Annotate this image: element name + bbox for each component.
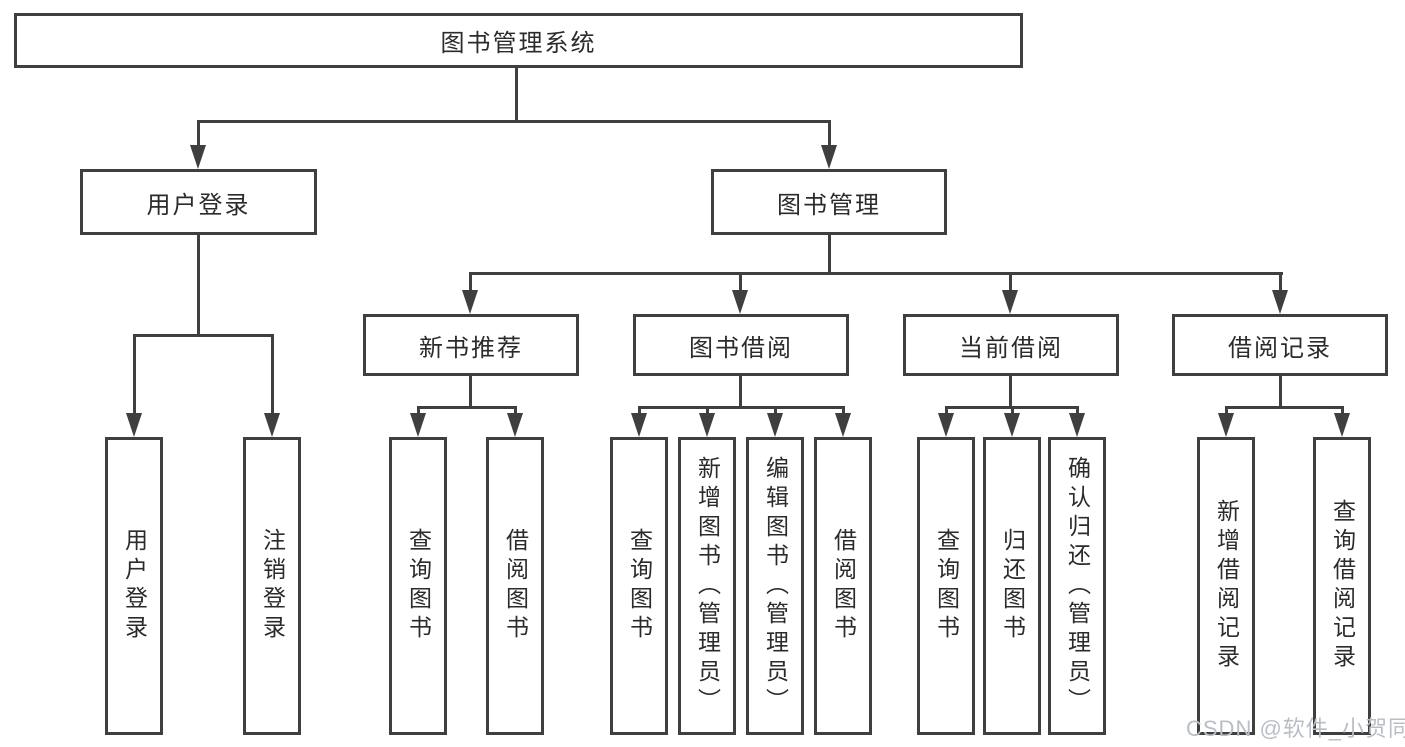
arrow-down-icon: [507, 413, 523, 437]
arrow-down-icon: [1272, 290, 1288, 314]
arrow-down-icon: [938, 413, 954, 437]
connector-stub: [514, 406, 517, 416]
connector-trunk: [1279, 376, 1282, 408]
node-book-management-branch: 图书管理: [711, 169, 947, 235]
leaf-borrow-books-recommend: 借阅图书: [486, 437, 544, 735]
connector-stub: [1341, 406, 1344, 416]
leaf-user-login: 用户登录: [105, 437, 163, 735]
connector-stub: [1009, 272, 1012, 292]
arrow-down-icon: [821, 145, 837, 169]
leaf-add-borrow-record: 新增借阅记录: [1197, 437, 1255, 735]
connector-trunk: [197, 235, 200, 337]
connector-stub: [774, 406, 777, 416]
connector-stub: [828, 120, 831, 147]
arrow-down-icon: [1218, 413, 1234, 437]
arrow-down-icon: [631, 413, 647, 437]
connector-bar: [469, 272, 1283, 275]
connector-stub: [133, 334, 136, 414]
arrow-down-icon: [835, 413, 851, 437]
node-library-management-system: 图书管理系统: [14, 13, 1023, 68]
connector-bar: [417, 406, 517, 409]
arrow-down-icon: [126, 413, 142, 437]
connector-root-trunk: [515, 68, 518, 121]
connector-trunk: [469, 376, 472, 408]
leaf-label: 查询图书: [933, 528, 960, 644]
leaf-query-borrow-record: 查询借阅记录: [1313, 437, 1371, 735]
connector-stub: [842, 406, 845, 416]
connector-stub: [706, 406, 709, 416]
leaf-label: 新增图书（管理员）: [694, 455, 721, 717]
arrow-down-icon: [190, 145, 206, 169]
arrow-down-icon: [1069, 413, 1085, 437]
leaf-label: 查询借阅记录: [1329, 499, 1356, 673]
leaf-add-book-admin: 新增图书（管理员）: [678, 437, 736, 735]
leaf-label: 借阅图书: [830, 528, 857, 644]
leaf-logout: 注销登录: [243, 437, 301, 735]
leaf-edit-book-admin: 编辑图书（管理员）: [746, 437, 804, 735]
leaf-label: 确认归还（管理员）: [1064, 455, 1091, 717]
leaf-label: 编辑图书（管理员）: [762, 455, 789, 717]
arrow-down-icon: [1334, 413, 1350, 437]
arrow-down-icon: [1002, 290, 1018, 314]
node-new-book-recommendation: 新书推荐: [363, 314, 579, 376]
connector-stub: [739, 272, 742, 292]
leaf-label: 注销登录: [259, 528, 286, 644]
arrow-down-icon: [767, 413, 783, 437]
leaf-query-books-recommend: 查询图书: [389, 437, 447, 735]
connector-stub: [469, 272, 472, 292]
leaf-borrow-books: 借阅图书: [814, 437, 872, 735]
leaf-query-books-borrowing: 查询图书: [610, 437, 668, 735]
leaf-label: 归还图书: [999, 528, 1026, 644]
arrow-down-icon: [462, 290, 478, 314]
node-book-borrowing: 图书借阅: [633, 314, 849, 376]
leaf-label: 查询图书: [626, 528, 653, 644]
arrow-down-icon: [1004, 413, 1020, 437]
connector-stub: [197, 120, 200, 147]
connector-trunk: [1009, 376, 1012, 408]
leaf-label: 新增借阅记录: [1213, 499, 1240, 673]
leaf-label: 查询图书: [405, 528, 432, 644]
arrow-down-icon: [264, 413, 280, 437]
connector-trunk: [739, 376, 742, 408]
arrow-down-icon: [732, 290, 748, 314]
connector-bar: [1225, 406, 1344, 409]
leaf-query-books-current: 查询图书: [917, 437, 975, 735]
connector-stub: [1279, 272, 1282, 292]
connector-bar: [638, 406, 845, 409]
connector-root-bar: [197, 120, 831, 123]
leaf-return-books: 归还图书: [983, 437, 1041, 735]
connector-stub: [638, 406, 641, 416]
node-current-borrowing: 当前借阅: [903, 314, 1119, 376]
connector-stub: [1011, 406, 1014, 416]
leaf-label: 用户登录: [121, 528, 148, 644]
arrow-down-icon: [410, 413, 426, 437]
leaf-label: 借阅图书: [502, 528, 529, 644]
leaf-confirm-return-admin: 确认归还（管理员）: [1048, 437, 1106, 735]
node-borrowing-records: 借阅记录: [1172, 314, 1388, 376]
connector-trunk: [828, 235, 831, 275]
node-user-login-branch: 用户登录: [80, 169, 317, 235]
connector-stub: [945, 406, 948, 416]
connector-stub: [1076, 406, 1079, 416]
connector-stub: [271, 334, 274, 414]
csdn-watermark: CSDN @软件_小贺同学: [1186, 716, 1405, 741]
arrow-down-icon: [699, 413, 715, 437]
connector-stub: [417, 406, 420, 416]
connector-bar: [133, 334, 274, 337]
connector-stub: [1225, 406, 1228, 416]
